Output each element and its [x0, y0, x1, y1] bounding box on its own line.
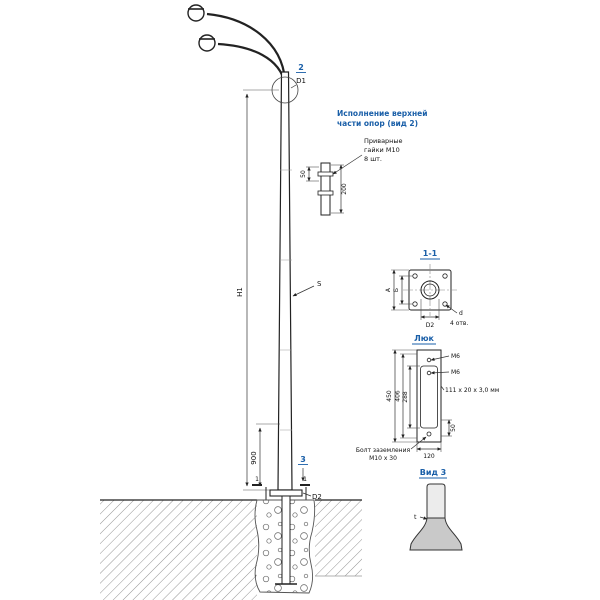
- base-shoe-stub: [426, 483, 446, 519]
- dim-406: 406: [395, 353, 417, 439]
- bolt-label-mid: М6: [451, 369, 460, 376]
- dim-t-leader: [419, 516, 428, 520]
- plate-note: 111 х 20 х 3,0 мм: [445, 387, 499, 394]
- dim-t-label: t: [414, 513, 417, 521]
- ground-bolt-note-line1: Болт заземления: [356, 447, 411, 454]
- hatch-title: Люк: [414, 334, 434, 343]
- hatch-cover: [420, 365, 438, 429]
- dim-288: 288: [402, 365, 420, 429]
- lamp-arms: [187, 4, 287, 85]
- view2-dim-200-label: 200: [341, 183, 348, 195]
- dim-288-label: 288: [402, 391, 409, 403]
- d1-label: D1: [296, 77, 306, 85]
- dim-120-label: 120: [423, 453, 435, 460]
- dim-d-label: d: [459, 310, 463, 317]
- view2-note-leader: [332, 154, 363, 175]
- plate-note-leader: [440, 385, 445, 391]
- view2-nut-bottom: [317, 190, 334, 196]
- lamp-head-upper: [187, 4, 205, 22]
- dim-50-hatch: 50: [441, 419, 457, 437]
- ground-section: [100, 499, 362, 600]
- dim-50-hatch-label: 50: [450, 424, 457, 432]
- dim-450: 450: [386, 349, 417, 443]
- embedded-pole: [281, 495, 291, 585]
- detail-3-ref: 3: [300, 455, 306, 464]
- section-1-1-title: 1-1: [423, 249, 438, 258]
- dim-a: А: [385, 269, 409, 311]
- pole-seam-marks: [280, 169, 292, 431]
- bolt-mid-leader: [430, 371, 450, 375]
- view2-title-line2: части опор (вид 2): [337, 119, 418, 128]
- pole-cross-section-inner: [423, 283, 437, 297]
- main-elevation-view: 2 D1 H1 900 S 3 D2: [100, 4, 362, 600]
- s-leader: [292, 285, 315, 297]
- dim-900-label: 900: [250, 451, 258, 464]
- view2-note-line3: 8 шт.: [364, 155, 382, 163]
- base-shoe-flare: [409, 517, 463, 551]
- view2-nut-top: [317, 171, 334, 177]
- pole-cross-section-outer: [420, 280, 440, 300]
- bolt-label-top: М6: [451, 353, 460, 360]
- dim-b-label: Б: [393, 288, 400, 292]
- view3-detail: Вид 3 t: [409, 468, 463, 551]
- h1-dimension: H1: [236, 89, 279, 491]
- view3-title: Вид 3: [420, 468, 447, 477]
- hatch-detail: Люк М6 М6 450 406 288 111 х: [356, 334, 499, 462]
- view2-title-line1: Исполнение верхней: [337, 109, 428, 118]
- pole-shaft: [277, 71, 293, 491]
- detail-2-ref: 2: [298, 63, 304, 72]
- view2-strip: [320, 162, 331, 216]
- section-mark-right: 1: [303, 476, 307, 483]
- ground-bolt: [426, 431, 432, 437]
- view2-note-line2: гайки М10: [364, 146, 400, 154]
- ground-hatch-right: [315, 500, 362, 576]
- dim-b: Б: [393, 275, 413, 305]
- view2-note-line1: Приварные: [364, 137, 403, 145]
- bolt-top-leader: [430, 355, 450, 361]
- d2-leader: [302, 492, 312, 497]
- view2-dim-50-label: 50: [300, 170, 307, 178]
- d1-leader: [290, 84, 297, 89]
- ground-hatch-left: [100, 500, 257, 600]
- ground-bolt-leader: [410, 436, 427, 450]
- dim-120: 120: [416, 442, 442, 460]
- s-label: S: [317, 280, 322, 288]
- section-1-1: 1-1 Б А D2 d 4 отв.: [385, 249, 468, 329]
- section-mark-left: 1: [255, 476, 259, 483]
- section-cut-marks: 1 1: [252, 476, 310, 486]
- ground-bolt-note-line2: М10 х 30: [369, 455, 397, 462]
- dim-900: 900: [250, 423, 280, 487]
- dim-450-label: 450: [386, 390, 393, 402]
- base-flange: [269, 489, 303, 497]
- dim-406-label: 406: [395, 390, 402, 402]
- dim-a-label: А: [385, 287, 392, 292]
- lamp-head-lower: [198, 34, 216, 52]
- view2-dim-200: 200: [331, 164, 348, 214]
- view2-detail: Исполнение верхней части опор (вид 2) Пр…: [300, 109, 428, 216]
- h1-label: H1: [236, 287, 244, 297]
- view2-dim-50: 50: [300, 166, 319, 182]
- upper-arm: [206, 12, 287, 81]
- d2-label: D2: [312, 493, 322, 501]
- holes-note: 4 отв.: [450, 320, 468, 327]
- dim-d-leader: [445, 304, 458, 314]
- dim-d2-section: D2: [420, 299, 440, 329]
- dim-d2-label: D2: [426, 322, 435, 329]
